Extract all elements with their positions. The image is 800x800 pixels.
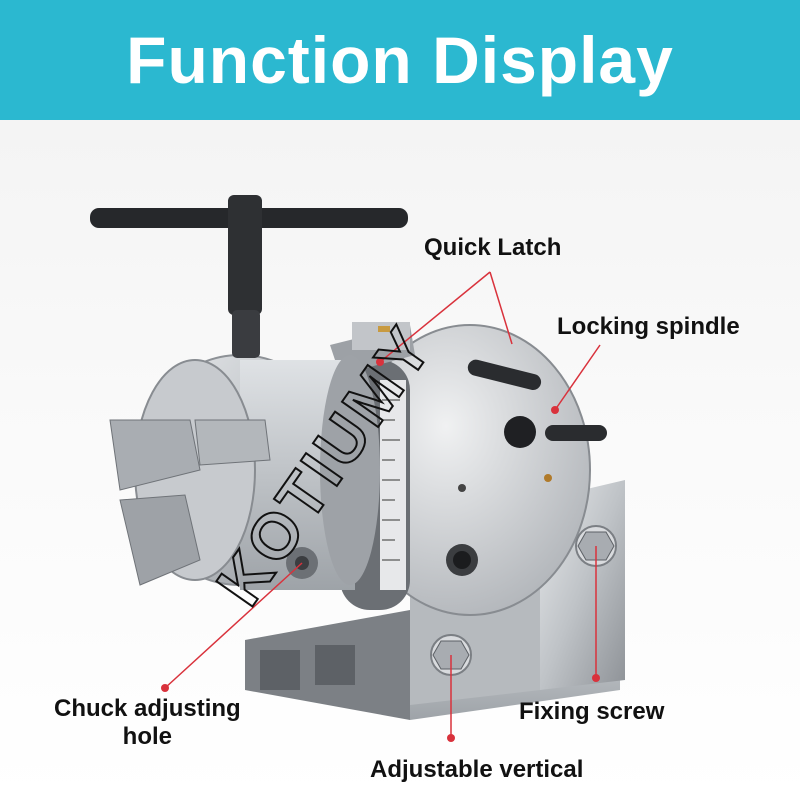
locking-spindle-label: Locking spindle — [557, 313, 740, 340]
locking-levers — [467, 359, 607, 448]
chuck-key — [90, 195, 408, 358]
header-banner: Function Display — [0, 0, 800, 120]
leader-dots — [161, 358, 600, 742]
fixing-screw-label: Fixing screw — [519, 698, 665, 725]
chuck-adjusting-hole-label: Chuck adjusting hole — [54, 695, 241, 751]
chuck-adjusting-line1: Chuck adjusting — [54, 695, 241, 722]
three-jaw-chuck — [109, 354, 380, 590]
adjustable-vertical-label: Adjustable vertical — [370, 756, 584, 783]
page-title: Function Display — [126, 23, 674, 97]
chuck-adjusting-line2: hole — [122, 723, 173, 750]
leader-lines — [164, 271, 601, 738]
quick-latch-label: Quick Latch — [424, 234, 562, 261]
